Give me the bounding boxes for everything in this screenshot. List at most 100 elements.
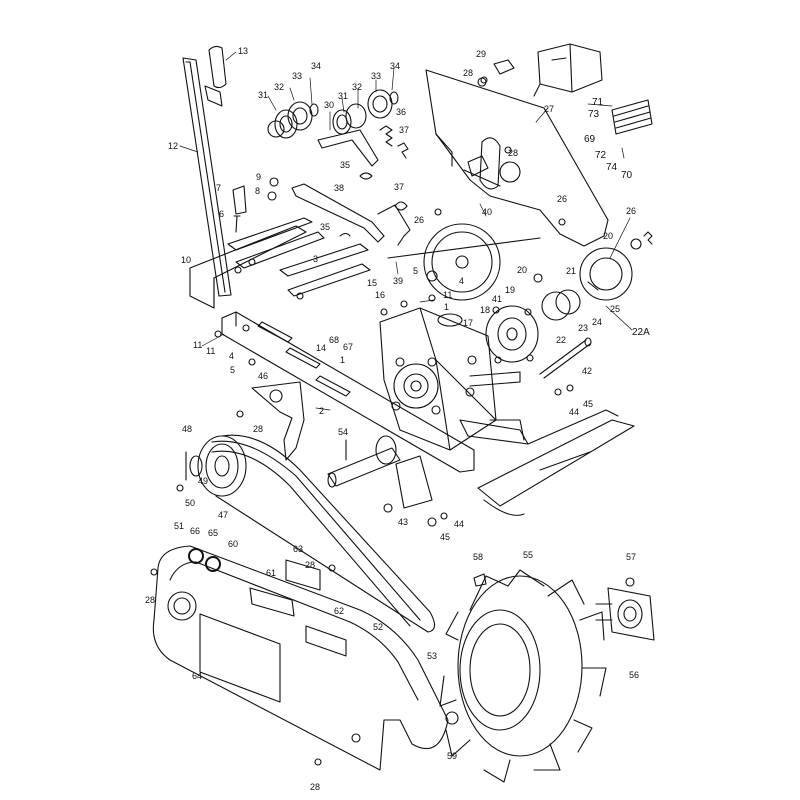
engine-unit bbox=[533, 43, 603, 97]
part-label: 22A bbox=[632, 327, 650, 338]
pulley-bracket bbox=[251, 381, 305, 461]
label-plate bbox=[611, 99, 653, 135]
part-label: 39 bbox=[393, 276, 404, 286]
guard-fastener bbox=[477, 59, 515, 87]
part-label: 13 bbox=[238, 46, 249, 56]
part-label: 37 bbox=[399, 125, 410, 135]
part-label: 34 bbox=[390, 61, 401, 71]
main-frame-plates bbox=[189, 217, 371, 309]
part-label: 68 bbox=[329, 335, 340, 345]
part-label: 5 bbox=[413, 266, 419, 276]
part-label: 27 bbox=[544, 104, 555, 114]
part-label: 33 bbox=[371, 71, 382, 81]
output-shaft bbox=[327, 435, 401, 488]
part-label: 64 bbox=[192, 671, 203, 681]
part-label: 42 bbox=[582, 366, 593, 376]
part-label: 51 bbox=[174, 521, 185, 531]
part-label: 52 bbox=[373, 622, 384, 632]
part-label: 28 bbox=[463, 68, 474, 78]
shift-lever bbox=[291, 183, 411, 246]
part-label: 28 bbox=[145, 595, 156, 605]
part-label: 35 bbox=[320, 222, 331, 232]
part-label: 56 bbox=[629, 670, 640, 680]
part-label: 40 bbox=[482, 207, 493, 217]
part-label: 47 bbox=[218, 510, 229, 520]
part-label: 30 bbox=[324, 100, 335, 110]
belt-cover bbox=[152, 545, 449, 771]
belt-guard bbox=[425, 69, 609, 247]
part-label: 44 bbox=[454, 519, 465, 529]
lower-frame-bar bbox=[221, 311, 475, 473]
lever-bearings bbox=[267, 89, 409, 211]
part-label: 67 bbox=[343, 342, 354, 352]
part-label: 10 bbox=[181, 255, 192, 265]
part-label: 62 bbox=[334, 606, 345, 616]
part-label: 20 bbox=[517, 265, 528, 275]
part-label: 31 bbox=[338, 91, 349, 101]
part-label: 28 bbox=[305, 560, 316, 570]
part-label: 70 bbox=[621, 170, 633, 181]
part-label: 32 bbox=[274, 82, 285, 92]
part-label: 11 bbox=[443, 290, 453, 300]
part-label: 9 bbox=[256, 172, 262, 182]
part-label: 63 bbox=[293, 544, 304, 554]
part-label: 31 bbox=[258, 90, 269, 100]
part-label: 26 bbox=[414, 215, 425, 225]
part-label: 16 bbox=[375, 290, 386, 300]
part-label: 26 bbox=[626, 206, 637, 216]
part-label: 29 bbox=[476, 49, 487, 59]
part-label: 58 bbox=[473, 552, 484, 562]
part-label: 49 bbox=[198, 476, 209, 486]
part-label: 18 bbox=[480, 305, 491, 315]
part-label: 35 bbox=[340, 160, 351, 170]
part-label: 15 bbox=[367, 278, 378, 288]
engine-pulley bbox=[185, 435, 247, 497]
wheel-hub bbox=[595, 577, 655, 641]
part-label: 11 bbox=[206, 346, 216, 356]
part-label: 34 bbox=[311, 61, 322, 71]
part-label: 50 bbox=[185, 498, 196, 508]
axle-rod bbox=[539, 337, 592, 379]
part-label: 46 bbox=[258, 371, 269, 381]
part-label: 45 bbox=[583, 399, 594, 409]
part-label: 4 bbox=[229, 351, 235, 361]
upper-bracket-parts bbox=[232, 177, 351, 237]
part-label: 25 bbox=[610, 304, 621, 314]
part-label: 7 bbox=[216, 183, 222, 193]
part-label: 45 bbox=[440, 532, 451, 542]
part-label: 60 bbox=[228, 539, 239, 549]
seal-rings bbox=[188, 548, 221, 572]
part-label: 1 bbox=[444, 302, 450, 312]
handle-rod bbox=[182, 57, 232, 297]
bolts bbox=[150, 76, 574, 766]
part-label: 41 bbox=[492, 294, 503, 304]
part-label: 74 bbox=[606, 162, 618, 173]
part-label: 33 bbox=[292, 71, 303, 81]
part-label: 36 bbox=[396, 107, 407, 117]
part-label: 22 bbox=[556, 335, 567, 345]
gearbox bbox=[379, 307, 521, 451]
part-label: 32 bbox=[352, 82, 363, 92]
part-label: 20 bbox=[603, 231, 614, 241]
part-label: 55 bbox=[523, 550, 534, 560]
tine-wheel bbox=[439, 569, 607, 783]
part-label: 65 bbox=[208, 528, 219, 538]
part-label: 5 bbox=[230, 365, 236, 375]
handle-grip bbox=[204, 45, 227, 107]
part-label: 66 bbox=[190, 526, 201, 536]
part-label: 28 bbox=[310, 782, 321, 792]
part-label: 57 bbox=[626, 552, 637, 562]
part-label: 26 bbox=[557, 194, 568, 204]
part-label: 37 bbox=[394, 182, 405, 192]
part-label: 2 bbox=[319, 406, 325, 416]
part-label: 38 bbox=[334, 183, 345, 193]
part-label: 12 bbox=[168, 141, 179, 151]
part-label: 6 bbox=[219, 209, 225, 219]
part-label: 8 bbox=[255, 186, 261, 196]
part-label: 23 bbox=[578, 323, 589, 333]
part-label: 19 bbox=[505, 285, 516, 295]
part-label: 1 bbox=[340, 355, 346, 365]
drive-pulley-assembly bbox=[387, 223, 541, 301]
